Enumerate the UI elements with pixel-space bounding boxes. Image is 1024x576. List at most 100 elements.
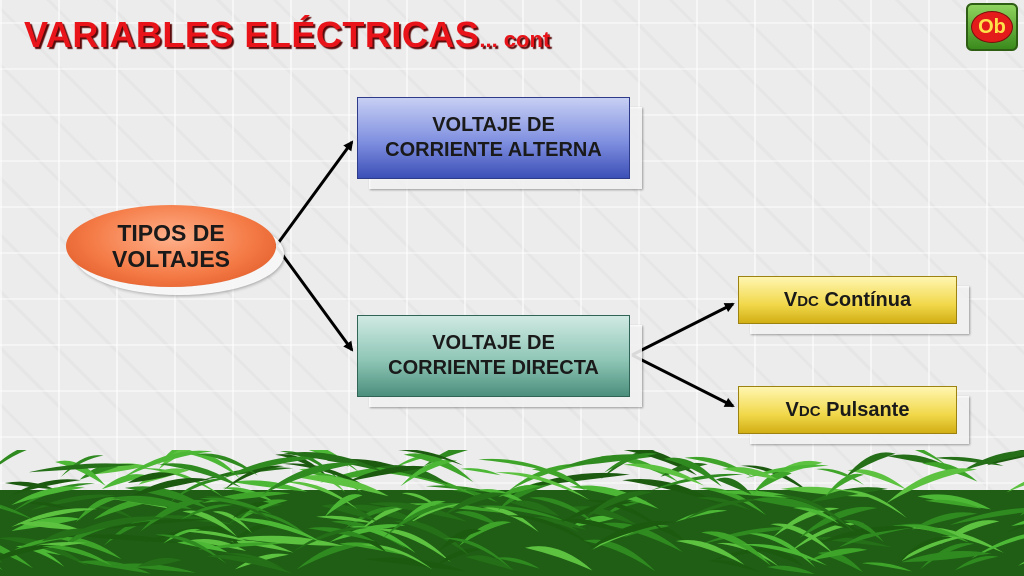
node-continua-label: VDC Contínua bbox=[784, 288, 911, 313]
grass-blade bbox=[163, 528, 201, 544]
grass-blade bbox=[244, 511, 310, 538]
node-voltaje-directa: VOLTAJE DE CORRIENTE DIRECTA bbox=[357, 315, 630, 397]
grass-blade bbox=[127, 472, 176, 483]
grass-blade bbox=[315, 515, 375, 524]
grass-blade bbox=[348, 525, 416, 553]
grass-blade bbox=[920, 543, 975, 570]
arrow-root-to-ac bbox=[274, 140, 354, 247]
grass-blade bbox=[78, 534, 183, 544]
grass-blade bbox=[423, 450, 469, 467]
node-vdc-continua: VDC Contínua bbox=[738, 276, 957, 324]
grass-blade bbox=[344, 506, 401, 529]
grass-blade bbox=[397, 500, 446, 528]
grass-blade bbox=[971, 534, 1024, 559]
grass-blade bbox=[292, 527, 369, 553]
grass-blade bbox=[465, 555, 515, 571]
grass-blade bbox=[283, 452, 383, 472]
grass-blade bbox=[443, 537, 512, 569]
node-dc-label: VOLTAJE DE CORRIENTE DIRECTA bbox=[388, 332, 599, 379]
grass-blade bbox=[458, 521, 511, 547]
grass-blade bbox=[11, 479, 81, 495]
grass-blade bbox=[921, 462, 978, 482]
grass-blade bbox=[75, 496, 120, 523]
grass-blade bbox=[347, 465, 433, 482]
grass-blade bbox=[435, 548, 483, 567]
grass-blade bbox=[377, 528, 451, 563]
grass-blade bbox=[0, 450, 27, 465]
node-pulsante-label: VDC Pulsante bbox=[786, 398, 910, 423]
vdc-continua-text: Contínua bbox=[824, 288, 912, 311]
grass-blade bbox=[11, 508, 98, 528]
grass-blade bbox=[761, 549, 804, 567]
grass-blade bbox=[204, 525, 242, 548]
grass-blade bbox=[583, 539, 656, 572]
grass-blade bbox=[684, 456, 752, 477]
logo-badge[interactable]: Ob bbox=[966, 3, 1018, 51]
grass-blade bbox=[838, 489, 907, 519]
grass-blade bbox=[0, 545, 34, 569]
grass-blade bbox=[364, 557, 466, 572]
grass-blade bbox=[233, 501, 270, 519]
grass-blade bbox=[807, 487, 888, 503]
grass-blade bbox=[962, 450, 1024, 471]
grass-blade bbox=[180, 504, 234, 520]
grass-blade bbox=[843, 519, 884, 543]
node-ac-label: VOLTAJE DE CORRIENTE ALTERNA bbox=[385, 114, 602, 161]
grass-blade bbox=[122, 450, 213, 479]
grass-blade bbox=[708, 560, 761, 573]
grass-blade bbox=[196, 453, 258, 476]
grass-blade bbox=[110, 563, 196, 573]
grass-blade bbox=[308, 450, 350, 468]
grass-blade bbox=[17, 521, 81, 530]
grass-blade bbox=[294, 475, 389, 497]
grass-blade bbox=[561, 501, 635, 522]
grass-blade bbox=[30, 494, 117, 511]
grass-blade bbox=[815, 526, 915, 544]
grass-blade bbox=[60, 455, 104, 478]
grass-blade bbox=[222, 487, 276, 503]
node-vdc-pulsante: VDC Pulsante bbox=[738, 386, 957, 434]
grass-blade bbox=[361, 544, 433, 570]
grass-blade bbox=[809, 548, 868, 561]
grass-blade bbox=[4, 481, 56, 490]
grass-blade bbox=[559, 518, 626, 534]
grass-blade bbox=[1011, 520, 1024, 527]
grass-blade bbox=[110, 495, 193, 510]
grass-blade bbox=[770, 523, 834, 555]
title-sub: ... cont bbox=[479, 27, 551, 52]
grass-blade bbox=[886, 468, 977, 504]
grass-blade bbox=[169, 478, 229, 503]
grass-blade bbox=[529, 497, 597, 525]
grass-blade bbox=[524, 546, 593, 571]
grass-blade bbox=[206, 555, 293, 574]
grass-blade bbox=[234, 553, 289, 570]
grass-blade bbox=[221, 456, 322, 479]
grass-blade bbox=[438, 529, 482, 551]
grass-blade bbox=[477, 489, 530, 506]
vdc-sub: DC bbox=[798, 402, 821, 420]
grass-blade bbox=[0, 537, 89, 567]
grass-blade bbox=[650, 473, 744, 491]
vdc-prefix: V bbox=[785, 398, 799, 421]
grass-blade bbox=[900, 536, 953, 560]
node-tipos-de-voltajes: TIPOS DE VOLTAJES bbox=[66, 205, 276, 287]
vdc-pulsante-text: Pulsante bbox=[826, 398, 910, 421]
grass-blade bbox=[722, 467, 778, 480]
grass-blade bbox=[60, 516, 166, 539]
grass-blade bbox=[663, 457, 722, 487]
grass-blade bbox=[42, 545, 113, 566]
grass-blade bbox=[143, 526, 231, 543]
grass-blade bbox=[478, 458, 562, 475]
grass-blade bbox=[155, 534, 227, 564]
grass-blade bbox=[382, 502, 462, 539]
grass-blade bbox=[189, 538, 247, 551]
grass-blade bbox=[949, 508, 1024, 525]
title-main: VARIABLES ELÉCTRICAS bbox=[24, 14, 480, 55]
grass-blade bbox=[825, 473, 864, 497]
grass-blade bbox=[531, 468, 586, 491]
grass-blade bbox=[283, 481, 358, 510]
grass-blade bbox=[223, 465, 284, 490]
grass-blade bbox=[137, 557, 182, 567]
grass-blade bbox=[534, 517, 580, 533]
